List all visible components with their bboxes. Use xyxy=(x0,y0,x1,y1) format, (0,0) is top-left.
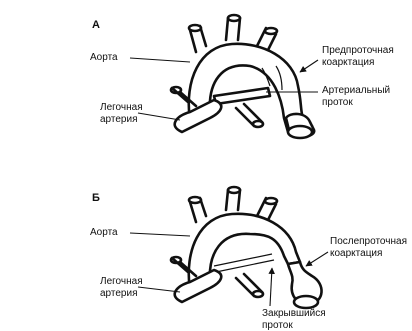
panel-a-duct-label-2: проток xyxy=(322,97,353,108)
panel-b: Б Аорта Легочная артерия П xyxy=(90,187,407,331)
panel-b-aorta-opening xyxy=(294,296,318,308)
panel-b-pulmonary-label-2: артерия xyxy=(100,288,138,299)
panel-a-coarctation-label-2: коарктация xyxy=(322,57,374,68)
panel-b-coarctation-label-1: Послепроточная xyxy=(330,236,407,247)
panel-b-pulmonary-label-1: Легочная xyxy=(100,276,143,287)
panel-b-duct-label-2: проток xyxy=(262,320,293,331)
panel-a-aorta-opening xyxy=(288,126,312,138)
panel-a-duct-label-1: Артериальный xyxy=(322,85,390,96)
panel-a-coarctation-label-1: Предпроточная xyxy=(322,45,394,56)
panel-b-closed-duct xyxy=(214,254,274,272)
panel-a-letter: А xyxy=(92,19,100,31)
panel-b-aorta-label: Аорта xyxy=(90,227,118,238)
panel-a: А Аорта Легочная ар xyxy=(90,15,394,138)
panel-b-letter: Б xyxy=(92,192,100,204)
panel-a-pulmonary-label-2: артерия xyxy=(100,114,138,125)
panel-b-coarctation-label-2: коарктация xyxy=(330,248,382,259)
panel-a-pulmonary-label-1: Легочная xyxy=(100,102,143,113)
panel-a-ductus xyxy=(214,88,270,104)
panel-b-duct-label-1: Закрывшийся xyxy=(262,308,326,319)
panel-a-aorta-label: Аорта xyxy=(90,52,118,63)
